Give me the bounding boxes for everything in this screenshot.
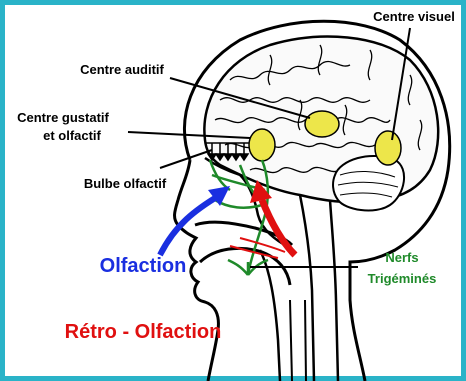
label-centre-auditif: Centre auditif bbox=[80, 62, 164, 77]
throat bbox=[260, 250, 280, 381]
neck-lines bbox=[290, 300, 306, 381]
label-nerfs-line2: Trigéminés bbox=[368, 271, 437, 286]
label-retro-olfaction: Rétro - Olfaction bbox=[65, 321, 222, 343]
centre-visuel-region bbox=[375, 131, 401, 165]
centre-auditif-region bbox=[305, 111, 339, 137]
label-centre-gustatif-line2: et olfactif bbox=[43, 128, 101, 143]
label-olfaction: Olfaction bbox=[100, 255, 187, 277]
label-bulbe-olfactif: Bulbe olfactif bbox=[84, 176, 167, 191]
label-nerfs-line1: Nerfs bbox=[385, 250, 418, 265]
label-centre-visuel: Centre visuel bbox=[373, 9, 455, 24]
centre-gustatif-region bbox=[249, 129, 275, 161]
label-centre-gustatif-line1: Centre gustatif bbox=[17, 110, 109, 125]
